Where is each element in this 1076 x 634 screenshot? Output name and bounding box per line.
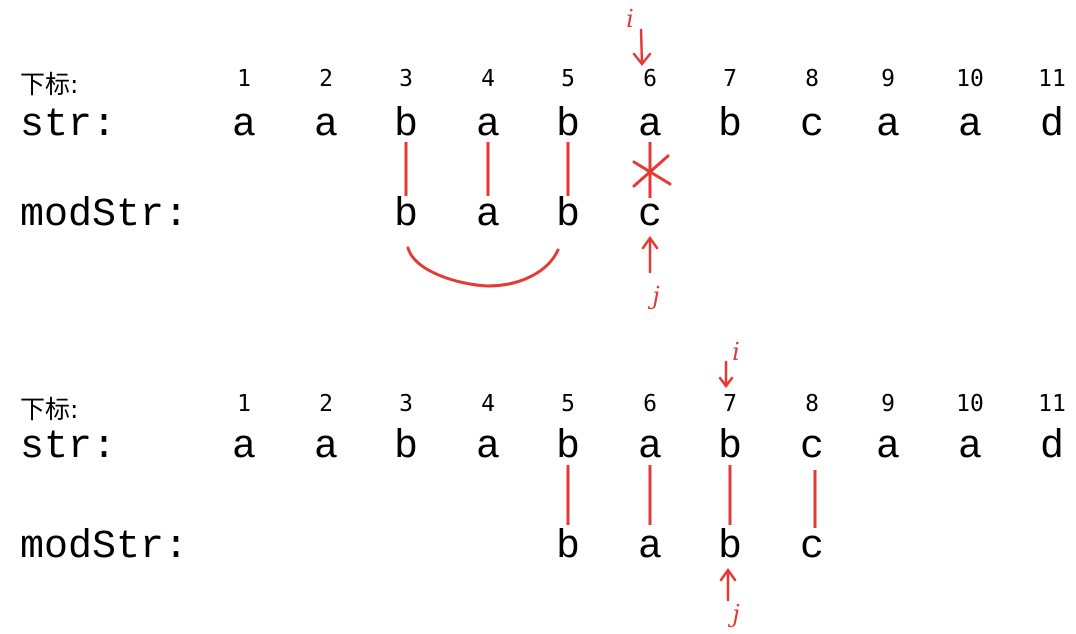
index-number: 8 [805, 391, 819, 417]
str-char: a [313, 425, 339, 470]
modstr-char: b [717, 525, 743, 570]
str-char: b [393, 425, 419, 470]
modstr-char: b [555, 525, 581, 570]
str-char: a [475, 103, 501, 148]
index-number: 4 [481, 391, 495, 417]
index-number: 5 [561, 66, 575, 92]
str-char: a [875, 425, 901, 470]
index-number: 9 [881, 66, 895, 92]
str-char: a [637, 103, 663, 148]
index-number: 11 [1038, 391, 1066, 417]
panel2-j-arrow [719, 567, 737, 602]
index-number: 10 [956, 66, 984, 92]
str-char: a [875, 103, 901, 148]
modstr-char: c [637, 193, 663, 238]
str-char: a [957, 103, 983, 148]
str-char: d [1039, 103, 1065, 148]
index-number: 6 [643, 66, 657, 92]
str-char: a [637, 425, 663, 470]
index-number: 7 [723, 391, 737, 417]
index-number: 10 [956, 391, 984, 417]
panel1-modstr-label: modStr: [20, 193, 189, 238]
index-number: 8 [805, 66, 819, 92]
modstr-char: a [637, 525, 663, 570]
panel1-prefix-arc [406, 246, 560, 288]
str-char: b [717, 425, 743, 470]
index-number: 3 [399, 391, 413, 417]
modstr-char: a [475, 193, 501, 238]
index-number: 4 [481, 66, 495, 92]
panel2-index-label: 下标: [20, 395, 79, 424]
index-number: 2 [319, 66, 333, 92]
panel2-str-label: str: [20, 425, 117, 470]
index-number: 9 [881, 391, 895, 417]
str-char: d [1039, 425, 1065, 470]
str-char: b [555, 103, 581, 148]
panel1-j-note: j [652, 282, 660, 310]
panel1-i-arrow [632, 28, 652, 67]
modstr-char: b [393, 193, 419, 238]
index-number: 7 [723, 66, 737, 92]
str-char: c [799, 425, 825, 470]
str-char: a [475, 425, 501, 470]
index-number: 6 [643, 391, 657, 417]
index-number: 1 [237, 66, 251, 92]
panel1-index-label: 下标: [20, 70, 79, 99]
panel2-i-note: i [732, 338, 740, 366]
modstr-char: c [799, 525, 825, 570]
index-number: 11 [1038, 66, 1066, 92]
panel1-i-note: i [626, 5, 634, 33]
panel1-mismatch-cross [632, 154, 672, 188]
panel1-str-label: str: [20, 103, 117, 148]
panel2-i-arrow [718, 360, 734, 389]
panel1-j-arrow [641, 235, 659, 274]
str-char: b [555, 425, 581, 470]
str-char: a [313, 103, 339, 148]
str-char: a [957, 425, 983, 470]
index-number: 3 [399, 66, 413, 92]
index-number: 2 [319, 391, 333, 417]
modstr-char: b [555, 193, 581, 238]
str-char: a [231, 425, 257, 470]
str-char: b [393, 103, 419, 148]
str-char: b [717, 103, 743, 148]
str-char: a [231, 103, 257, 148]
index-number: 1 [237, 391, 251, 417]
index-number: 5 [561, 391, 575, 417]
panel2-modstr-label: modStr: [20, 525, 189, 570]
str-char: c [799, 103, 825, 148]
panel2-j-note: j [732, 600, 740, 628]
